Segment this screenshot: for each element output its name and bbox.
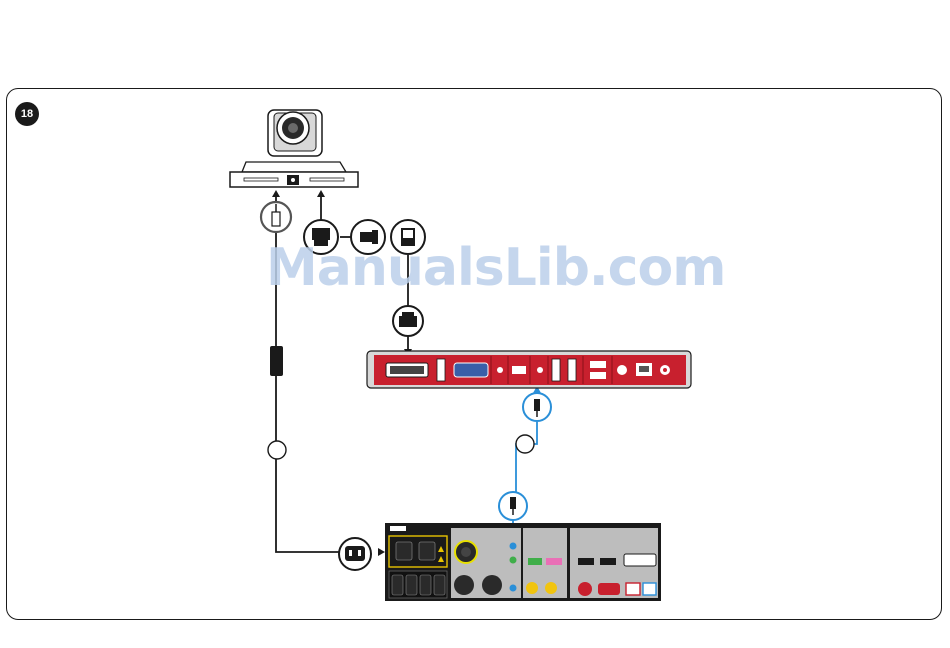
ptz-camera (230, 110, 358, 187)
watermark: ManualsLib.com (266, 238, 725, 298)
power-adapter-brick (270, 346, 283, 376)
arrow-up-power (272, 190, 280, 197)
dc-power-plug-icon (261, 202, 291, 232)
power-cable-marker (268, 441, 286, 459)
arrow-up-control (317, 190, 325, 197)
rear-panel (385, 523, 661, 601)
audio-jack-icon (499, 492, 527, 520)
audio-cable-marker (516, 435, 534, 453)
panel-logo (390, 526, 406, 531)
codec-unit (367, 351, 691, 388)
arrow-right-power (378, 548, 385, 556)
rj45-connector-icon (393, 306, 423, 336)
audio-jack-icon (523, 393, 551, 421)
iec-power-socket-icon (339, 538, 371, 570)
